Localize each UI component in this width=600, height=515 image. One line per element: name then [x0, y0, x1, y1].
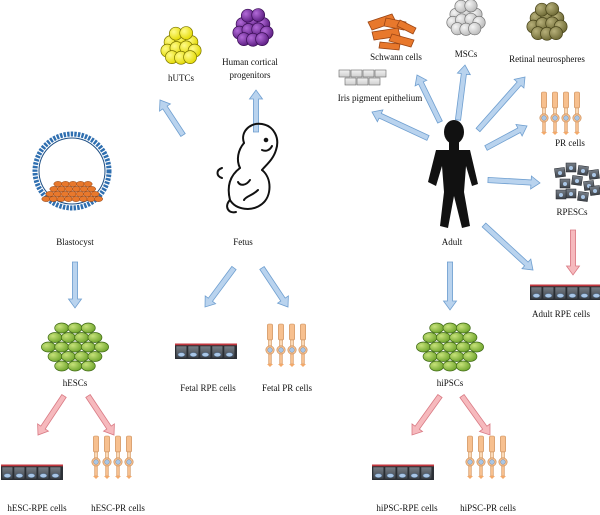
label-hescs: hESCs [63, 378, 88, 388]
pr-cells-icon [539, 91, 582, 135]
iris-pigment-epithelium-icon [338, 69, 387, 86]
label-rpescs: RPESCs [556, 207, 588, 217]
arrow-adult-to-mscs [454, 64, 472, 121]
label-blastocyst: Blastocyst [56, 237, 94, 247]
arrow-hescs-to-hesc-rpe [37, 394, 67, 436]
label-iris: Iris pigment epithelium [338, 93, 423, 103]
hescs-colony-icon [41, 322, 109, 372]
label-cortical-line1: Human cortical [222, 57, 278, 67]
hipsc-pr-cells-icon [465, 435, 508, 479]
label-fetal-pr: Fetal PR cells [262, 383, 312, 393]
fetal-rpe-cells-icon [175, 343, 237, 359]
adult-silhouette-icon [428, 120, 478, 228]
label-fetus: Fetus [233, 237, 253, 247]
schwann-cells-icon [367, 13, 417, 51]
label-hipscs: hiPSCs [437, 378, 464, 388]
arrow-hescs-to-hesc-pr [85, 394, 115, 436]
fetus-icon [216, 122, 279, 214]
label-retinal-neurospheres: Retinal neurospheres [509, 54, 585, 64]
mscs-cluster-icon [446, 0, 486, 36]
label-hesc-pr: hESC-PR cells [91, 503, 145, 513]
label-schwann: Schwann cells [370, 52, 422, 62]
label-hipsc-rpe: hiPSC-RPE cells [376, 503, 438, 513]
label-pr-cells: PR cells [555, 138, 585, 148]
arrow-adult-to-rpescs [487, 175, 541, 190]
hesc-rpe-cells-icon [1, 464, 63, 480]
label-adult-rpe: Adult RPE cells [532, 309, 590, 319]
arrows-layer [37, 64, 581, 436]
label-cortical-line2: progenitors [230, 70, 271, 80]
retinal-neurospheres-cluster-icon [526, 2, 568, 41]
label-hipsc-pr: hiPSC-PR cells [460, 503, 516, 513]
arrow-fetus-to-cortical [248, 89, 264, 133]
arrow-adult-to-schwann [414, 74, 443, 124]
arrow-fetus-to-hutcs [159, 99, 186, 137]
arrow-adult-to-neurospheres [475, 76, 526, 133]
hesc-pr-cells-icon [91, 435, 134, 479]
hipscs-colony-icon [416, 322, 484, 372]
adult-rpe-cells-icon [530, 284, 600, 300]
arrow-adult-to-pr-cells [484, 123, 528, 151]
arrow-fetus-to-fetal-pr [259, 266, 289, 308]
arrow-hipscs-to-hipsc-pr [459, 393, 491, 436]
arrow-fetus-to-fetal-rpe [204, 265, 237, 308]
label-hutcs: hUTCs [168, 73, 195, 83]
rpescs-icon [554, 162, 600, 202]
arrow-rpescs-to-adult-rpe [565, 229, 581, 276]
label-hesc-rpe: hESC-RPE cells [7, 503, 67, 513]
label-fetal-rpe: Fetal RPE cells [180, 383, 236, 393]
arrow-adult-to-hipscs [442, 261, 458, 311]
hutcs-cluster-icon [160, 26, 202, 65]
blastocyst-icon [32, 131, 112, 211]
label-mscs: MSCs [455, 49, 478, 59]
fetal-pr-cells-icon [265, 323, 308, 367]
arrow-adult-to-adult-rpe [481, 222, 534, 271]
cortical-progenitors-cluster-icon [232, 8, 274, 47]
arrow-blastocyst-to-hescs [67, 261, 83, 309]
label-adult: Adult [442, 237, 463, 247]
arrow-hipscs-to-hipsc-rpe [411, 393, 443, 436]
arrow-adult-to-iris [371, 109, 430, 141]
hipsc-rpe-cells-icon [372, 464, 434, 480]
